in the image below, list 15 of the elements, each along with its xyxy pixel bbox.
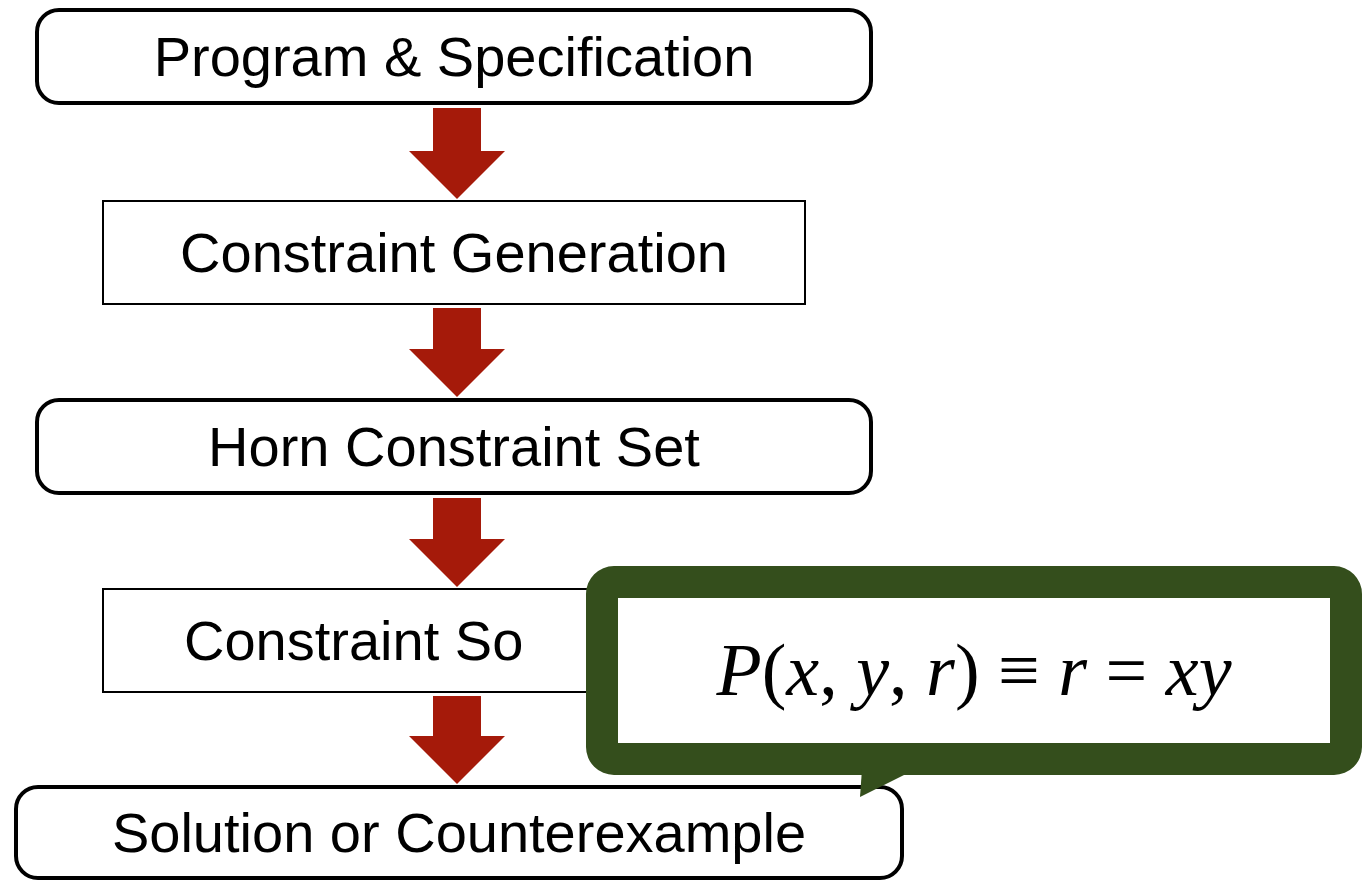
formula-text: P(x, y, r) ≡ r = xy bbox=[716, 628, 1232, 713]
formula-tooltip bbox=[586, 566, 1362, 775]
arrow bbox=[409, 696, 505, 784]
process-box bbox=[102, 200, 806, 305]
process-box bbox=[35, 398, 873, 495]
arrow bbox=[409, 108, 505, 199]
box-label: Horn Constraint Set bbox=[208, 414, 700, 479]
box-label: Constraint So bbox=[184, 608, 524, 673]
arrow bbox=[409, 498, 505, 587]
arrow bbox=[409, 308, 505, 397]
box-label: Program & Specification bbox=[153, 24, 755, 89]
box-label: Solution or Counterexample bbox=[111, 800, 807, 865]
process-box bbox=[35, 8, 873, 105]
box-label: Constraint Generation bbox=[180, 220, 728, 285]
process-box bbox=[14, 785, 904, 880]
